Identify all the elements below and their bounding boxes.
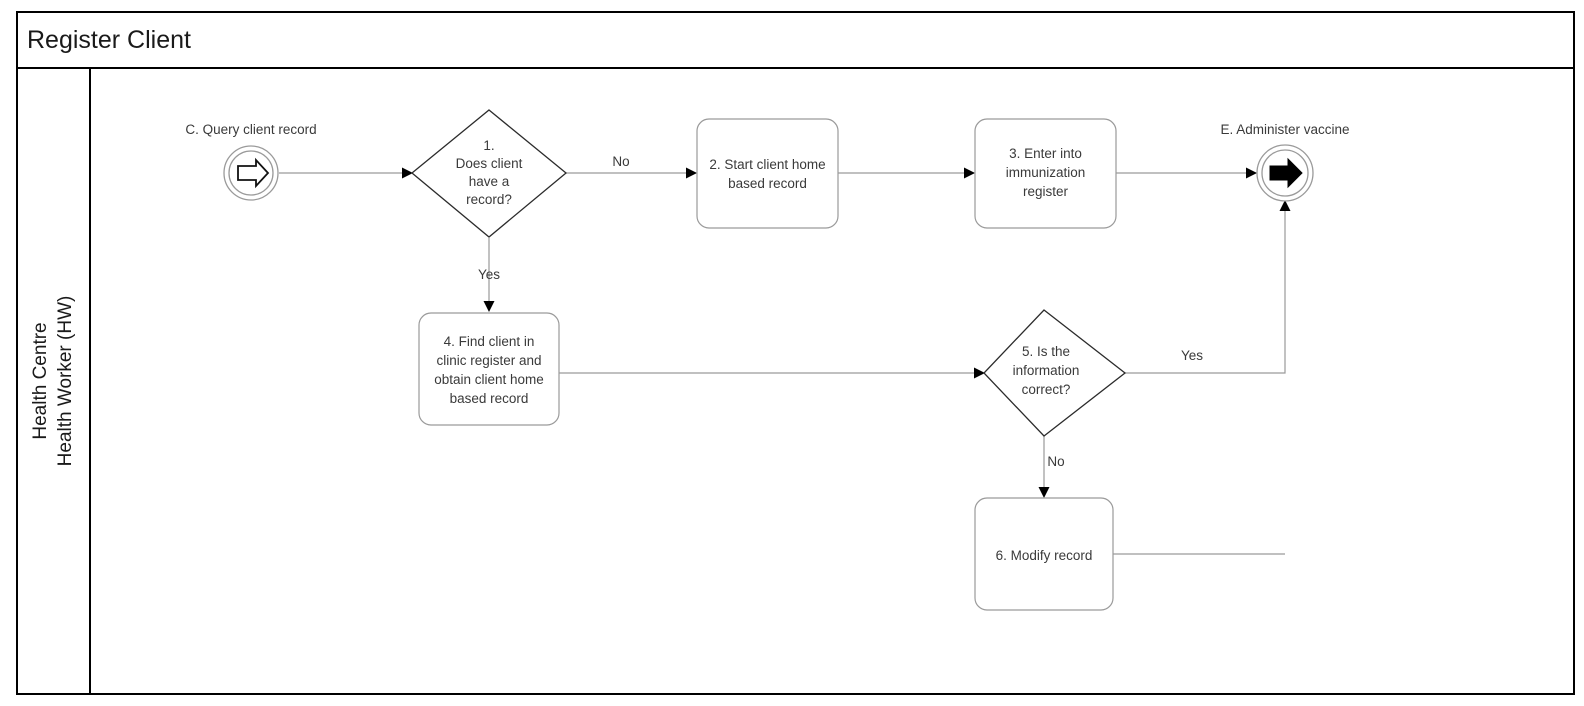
task-3-enter-into-immunization-register[interactable]: 3. Enter into immunization register (974, 118, 1117, 229)
task-text-line-1: 4. Find client in (444, 334, 535, 349)
pool-frame (16, 11, 1575, 695)
gateway-text-line-3: have a (469, 174, 510, 189)
edge-task3-to-end (1116, 167, 1257, 179)
edge-arrowhead (974, 367, 985, 379)
end-event-administer-vaccine[interactable]: E. Administer vaccine (1220, 122, 1350, 202)
edge-task4-to-gateway5 (558, 367, 985, 379)
task-text-line-4: based record (450, 391, 529, 406)
gateway-1-does-client-have-a-record[interactable]: 1. Does client have a record? (410, 109, 568, 238)
edge-arrowhead (1038, 487, 1050, 498)
edge-task2-to-task3 (838, 167, 975, 179)
lane-label-line-1: Health Centre (30, 322, 51, 439)
edge-start-to-gateway1 (279, 167, 413, 179)
edge-line (1125, 203, 1286, 374)
task-box (974, 118, 1117, 229)
start-event-label: C. Query client record (185, 122, 316, 137)
edge-arrowhead (483, 301, 495, 312)
gateway-text-line-2: Does client (456, 156, 523, 171)
edge-label-yes: Yes (1181, 348, 1203, 363)
start-event-query-client-record[interactable]: C. Query client record (185, 122, 317, 201)
task-text-line-1: 3. Enter into (1009, 146, 1082, 161)
edge-arrowhead (1279, 200, 1291, 211)
edge-arrowhead (1246, 167, 1257, 179)
lane-label: Health Centre Health Worker (HW) (30, 296, 76, 467)
gateway-text-line-4: record? (466, 192, 512, 207)
task-text-line-2: clinic register and (436, 353, 541, 368)
end-event-label: E. Administer vaccine (1220, 122, 1349, 137)
edge-gateway1-no-to-task2: No (565, 154, 697, 179)
edge-arrowhead (964, 167, 975, 179)
pool-outer-border (16, 11, 1575, 695)
task-box (696, 118, 839, 229)
edge-gateway1-yes-to-task4: Yes (478, 238, 500, 312)
lane-label-line-2: Health Worker (HW) (55, 296, 76, 467)
task-text-line-3: register (1023, 184, 1069, 199)
edge-label-no: No (1047, 454, 1064, 469)
task-2-start-client-home-based-record[interactable]: 2. Start client home based record (696, 118, 839, 229)
task-text-line-3: obtain client home (434, 372, 544, 387)
task-text-line-1: 6. Modify record (996, 548, 1093, 563)
edge-arrowhead (686, 167, 697, 179)
task-text-line-2: immunization (1006, 165, 1086, 180)
gateway-text-line-1: 5. Is the (1022, 344, 1070, 359)
task-box (418, 312, 560, 426)
task-6-modify-record[interactable]: 6. Modify record (974, 497, 1114, 611)
task-text-line-1: 2. Start client home (709, 157, 825, 172)
edge-gateway5-yes-to-end: Yes (1125, 200, 1291, 374)
solid-right-arrow-icon (1269, 157, 1303, 189)
task-4-find-client-in-clinic-register[interactable]: 4. Find client in clinic register and ob… (418, 312, 560, 426)
edge-label-no: No (612, 154, 629, 169)
gateway-diamond (410, 109, 568, 238)
edge-arrowhead (402, 167, 413, 179)
hollow-right-arrow-icon (237, 157, 270, 189)
edge-label-yes: Yes (478, 267, 500, 282)
gateway-text-line-1: 1. (483, 138, 494, 153)
gateway-text-line-3: correct? (1022, 382, 1071, 397)
edge-gateway5-no-to-task6: No (1038, 435, 1065, 498)
task-text-line-2: based record (728, 176, 807, 191)
task-box (974, 497, 1114, 611)
gateway-5-is-the-information-correct[interactable]: 5. Is the information correct? (983, 309, 1127, 437)
pool-title: Register Client (27, 26, 191, 54)
gateway-diamond (983, 309, 1127, 437)
gateway-text-line-2: information (1013, 363, 1080, 378)
